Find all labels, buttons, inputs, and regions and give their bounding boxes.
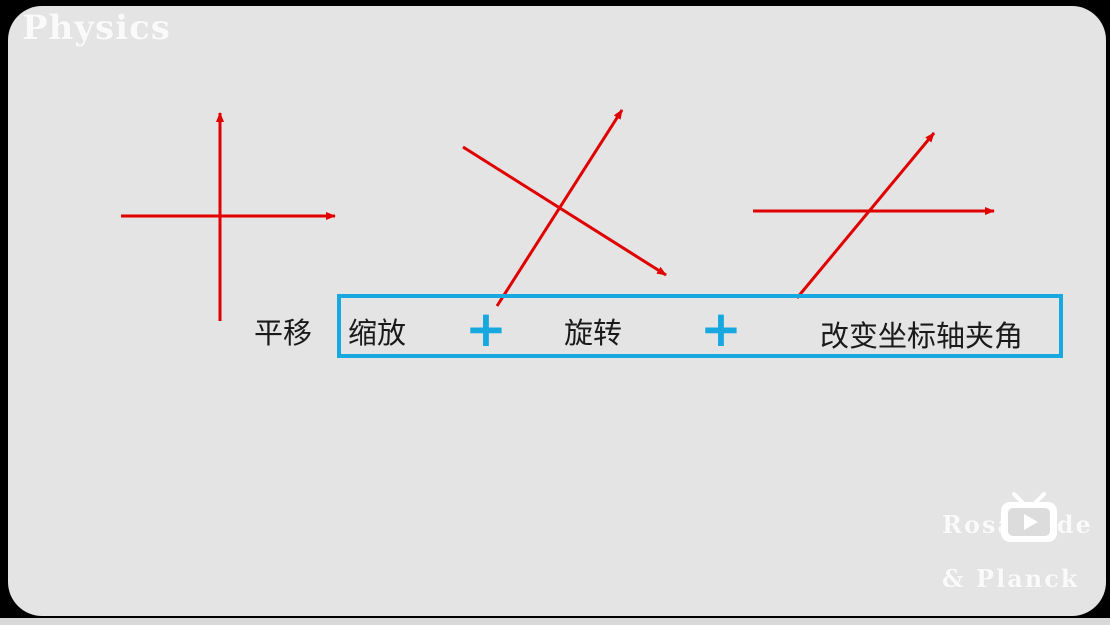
label-skew-angle: 改变坐标轴夹角 [820, 319, 1024, 353]
axis-skewed-y [795, 132, 936, 299]
label-scale: 缩放 [348, 316, 407, 350]
label-translate: 平移 [254, 316, 313, 350]
plus-sign-1: + [465, 300, 507, 358]
slide-canvas [8, 6, 1106, 616]
bottom-bar [0, 618, 1110, 625]
watermark-author-line2: & Planck [942, 564, 1080, 593]
axis-rotated-y [495, 109, 624, 307]
axes-skewed [753, 132, 995, 299]
axes-original [121, 112, 336, 321]
axis-rotated-x [462, 145, 667, 277]
play-badge-icon[interactable] [998, 492, 1060, 544]
watermark-title: Physics [22, 8, 171, 48]
label-rotate: 旋转 [564, 316, 623, 350]
axes-rotated [462, 109, 667, 307]
operations-box [337, 294, 1063, 358]
plus-sign-2: + [700, 300, 742, 358]
